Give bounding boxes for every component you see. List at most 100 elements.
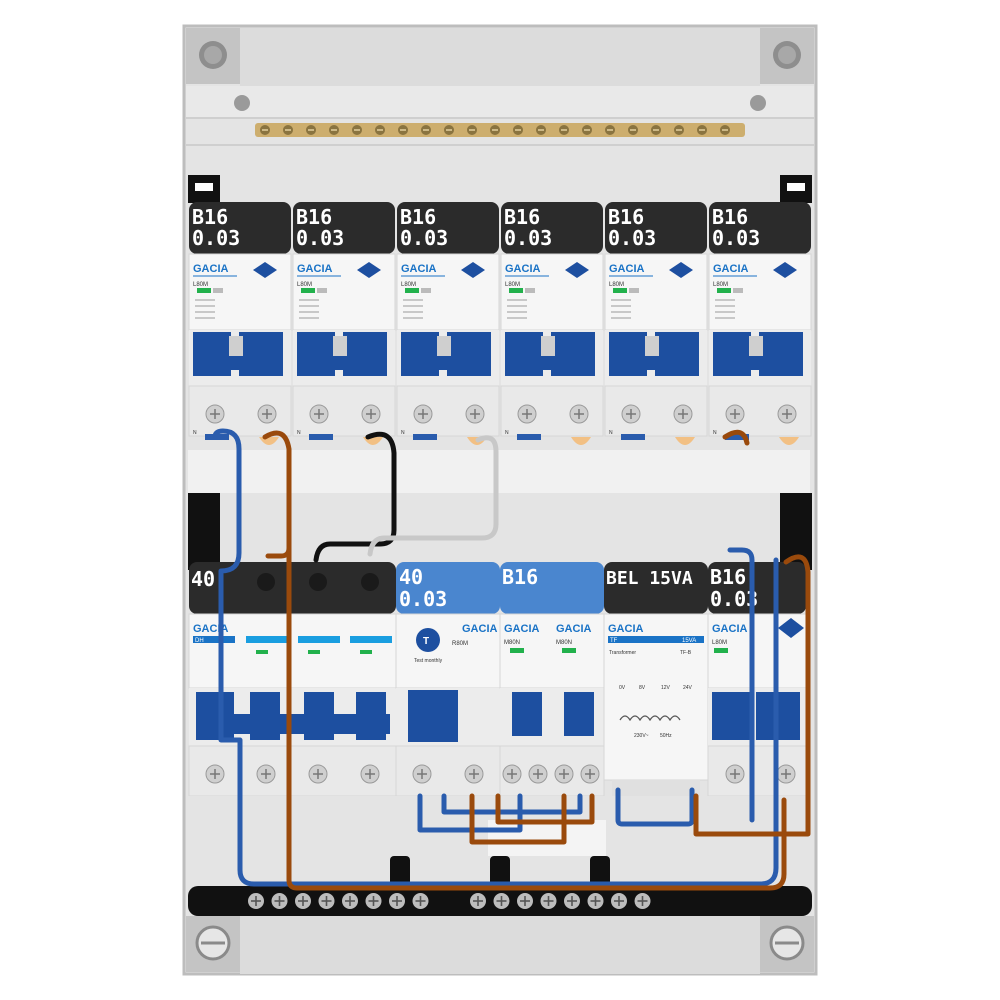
busbar-screw	[467, 125, 477, 135]
busbar-screw	[283, 125, 293, 135]
terminal-screw[interactable]	[621, 404, 641, 424]
terminal-screw[interactable]	[464, 764, 484, 784]
busbar-screw	[375, 125, 385, 135]
terminal-screw[interactable]	[725, 404, 745, 424]
transformer-model: TF	[610, 638, 618, 644]
transformer-brand: GACIA	[608, 623, 644, 635]
transformer-label-plate	[604, 562, 708, 614]
wire-grey	[367, 435, 499, 557]
mcb-a-handle[interactable]	[512, 692, 542, 736]
corner-screw-bottom-right	[760, 916, 814, 972]
rcd-handle[interactable]	[408, 690, 458, 742]
label-plate	[605, 202, 707, 254]
terminal-screw[interactable]	[308, 764, 328, 784]
rcd-module[interactable]: 40 0.03 GACIA R80M T Test monthly	[395, 562, 501, 797]
neutral-bar-screw	[248, 893, 264, 909]
rcbo-sensitivity: 0.03	[712, 226, 760, 250]
rcbo-rating: B16	[296, 205, 332, 229]
rcbo-sensitivity: 0.03	[296, 226, 344, 250]
terminal-screw[interactable]	[361, 404, 381, 424]
rcbo-rating: B16	[608, 205, 644, 229]
terminal-screw[interactable]	[569, 404, 589, 424]
terminal-screw[interactable]	[205, 764, 225, 784]
transformer-rating: 15VA	[682, 638, 696, 644]
top-rail	[186, 86, 814, 118]
terminal-screw[interactable]	[257, 404, 277, 424]
mcb-pair-module[interactable]: B16 GACIA GACIA M80N M80N	[499, 562, 605, 797]
transformer-tap-3: 24V	[683, 685, 693, 691]
busbar-screw	[674, 125, 684, 135]
label-plate	[397, 202, 499, 254]
terminal-screw[interactable]	[412, 764, 432, 784]
neutral-bar-screw	[517, 893, 533, 909]
mcb-pair-label-plate	[500, 562, 604, 614]
mcb-b-brand: GACIA	[556, 623, 592, 635]
terminal-screw[interactable]	[580, 764, 600, 784]
wire-brown-live	[262, 430, 787, 891]
terminal-screw[interactable]	[673, 404, 693, 424]
terminal-screw[interactable]	[360, 764, 380, 784]
diamond-logo-icon	[565, 262, 589, 278]
transformer-input: 230V~	[634, 733, 649, 739]
terminal-screw[interactable]	[256, 764, 276, 784]
neutral-bar-screw	[295, 893, 311, 909]
rcbo-diamond-logo-icon	[778, 618, 804, 638]
terminal-screw[interactable]	[528, 764, 548, 784]
busbar-screw	[582, 125, 592, 135]
model-code: L80M	[713, 282, 728, 288]
middle-cover	[188, 450, 810, 493]
busbar-screw	[720, 125, 730, 135]
terminal-screw[interactable]	[309, 404, 329, 424]
model-code: L80M	[297, 282, 312, 288]
rcbo-rating: B16	[712, 205, 748, 229]
terminal-screw[interactable]	[413, 404, 433, 424]
earth-busbar	[255, 123, 745, 137]
brand-logo: GACIA	[401, 263, 437, 275]
label-plate	[293, 202, 395, 254]
mcb-b-model: M80N	[556, 640, 572, 646]
neutral-bar-screw	[271, 893, 288, 909]
rcd-rating: 40	[399, 565, 423, 589]
mcb-b-handle[interactable]	[564, 692, 594, 736]
transformer-label: BEL 15VA	[606, 568, 693, 589]
transformer-part: TF-B	[680, 650, 692, 656]
corner-screw-top-left	[186, 28, 240, 84]
busbar-screw	[628, 125, 638, 135]
terminal-screw[interactable]	[725, 764, 745, 784]
neutral-terminal-label: N	[505, 430, 509, 436]
busbar-screw	[536, 125, 546, 135]
brand-logo: GACIA	[713, 263, 749, 275]
rcbo-brand: GACIA	[712, 623, 748, 635]
brand-logo: GACIA	[609, 263, 645, 275]
bottom-cover-strip	[240, 916, 760, 974]
terminal-screw[interactable]	[502, 764, 522, 784]
rcd-brand: GACIA	[462, 623, 498, 635]
diamond-logo-icon	[253, 262, 277, 278]
diamond-logo-icon	[669, 262, 693, 278]
neutral-bar-screw	[493, 893, 510, 909]
terminal-screw[interactable]	[465, 404, 485, 424]
neutral-bar-screw	[634, 893, 651, 909]
transformer-tap-2: 12V	[661, 685, 671, 691]
terminal-screw[interactable]	[205, 404, 225, 424]
terminal-screw[interactable]	[777, 404, 797, 424]
rcbo-module[interactable]: B16 0.03 GACIA L80M	[707, 562, 807, 797]
transformer-tap-0: 0V	[619, 685, 626, 691]
rcbo-handle[interactable]	[712, 692, 752, 740]
terminal-screw[interactable]	[554, 764, 574, 784]
terminal-screw[interactable]	[517, 404, 537, 424]
rcbo-rating: B16	[504, 205, 540, 229]
busbar-screw	[421, 125, 431, 135]
busbar-screw	[605, 125, 615, 135]
busbar-screw	[490, 125, 500, 135]
diamond-logo-icon	[357, 262, 381, 278]
rcd-test-button[interactable]	[416, 628, 440, 652]
rcd-test-text: Test monthly	[414, 658, 443, 664]
terminal-screw[interactable]	[776, 764, 796, 784]
